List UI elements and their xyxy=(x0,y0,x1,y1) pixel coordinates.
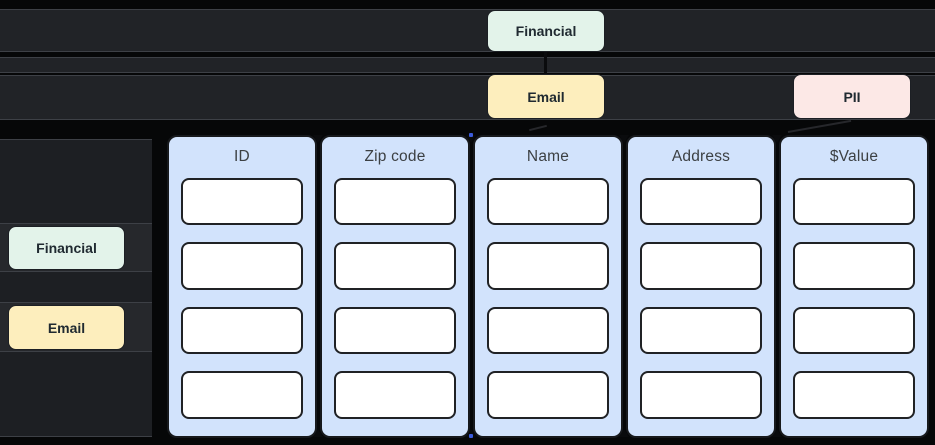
schema-cell xyxy=(487,306,609,355)
arrowhead-up-icon xyxy=(772,429,782,437)
schema-cell xyxy=(793,371,915,419)
schema-cell xyxy=(487,177,609,226)
column-address[interactable]: Address xyxy=(626,135,776,438)
edge-pii-to-table xyxy=(787,119,852,133)
column-id[interactable]: ID xyxy=(167,135,317,438)
sidebar-panel xyxy=(0,139,152,437)
column-header: Zip code xyxy=(364,148,426,166)
column-header: Name xyxy=(526,148,570,166)
schema-cell xyxy=(181,177,303,226)
top-lane-email-pii xyxy=(0,75,935,120)
schema-cell xyxy=(334,242,456,290)
schema-cell xyxy=(793,242,915,290)
schema-cell xyxy=(334,177,456,226)
tag-email-top[interactable]: Email xyxy=(487,74,605,119)
arrowhead-down-icon xyxy=(619,135,629,143)
tag-financial-side-label: Financial xyxy=(36,240,97,256)
tag-financial-side[interactable]: Financial xyxy=(8,226,125,270)
tag-email-side-label: Email xyxy=(47,319,86,336)
schema-cell xyxy=(334,371,456,419)
top-lane-financial xyxy=(0,9,935,52)
arrowhead-down-icon xyxy=(313,135,323,143)
schema-cell xyxy=(640,371,762,419)
edge-financial-to-email xyxy=(544,50,547,77)
tag-financial-top-label: Financial xyxy=(515,23,577,39)
schema-table: ID Zip code Name Address xyxy=(167,135,929,438)
connection-handle-icon xyxy=(469,133,473,137)
arrowhead-up-icon xyxy=(313,429,323,437)
connection-handle-icon xyxy=(469,434,473,438)
tag-financial-top[interactable]: Financial xyxy=(487,10,605,52)
tag-email-side[interactable]: Email xyxy=(8,305,125,350)
schema-cell xyxy=(487,371,609,419)
schema-cell xyxy=(640,177,762,226)
tag-pii-top-label: PII xyxy=(843,88,861,105)
schema-cell xyxy=(640,306,762,355)
top-lane-thin xyxy=(0,57,935,73)
schema-cell xyxy=(640,242,762,290)
schema-cell xyxy=(334,306,456,355)
arrowhead-up-icon xyxy=(619,429,629,437)
column-header: $Value xyxy=(829,148,879,166)
column-name[interactable]: Name xyxy=(473,135,623,438)
schema-cell xyxy=(181,242,303,290)
schema-cell xyxy=(181,306,303,355)
edge-email-to-table xyxy=(529,124,547,132)
column-value[interactable]: $Value xyxy=(779,135,929,438)
schema-cell xyxy=(181,371,303,419)
schema-cell xyxy=(793,306,915,355)
column-header: ID xyxy=(234,148,250,166)
arrowhead-up-icon xyxy=(466,429,476,437)
arrowhead-down-icon xyxy=(466,135,476,143)
arrowhead-down-icon xyxy=(772,135,782,143)
column-zip-code[interactable]: Zip code xyxy=(320,135,470,438)
column-header: Address xyxy=(671,148,731,166)
schema-cell xyxy=(487,242,609,290)
schema-cell xyxy=(793,177,915,226)
tag-email-top-label: Email xyxy=(527,88,565,105)
tag-pii-top[interactable]: PII xyxy=(793,74,911,119)
